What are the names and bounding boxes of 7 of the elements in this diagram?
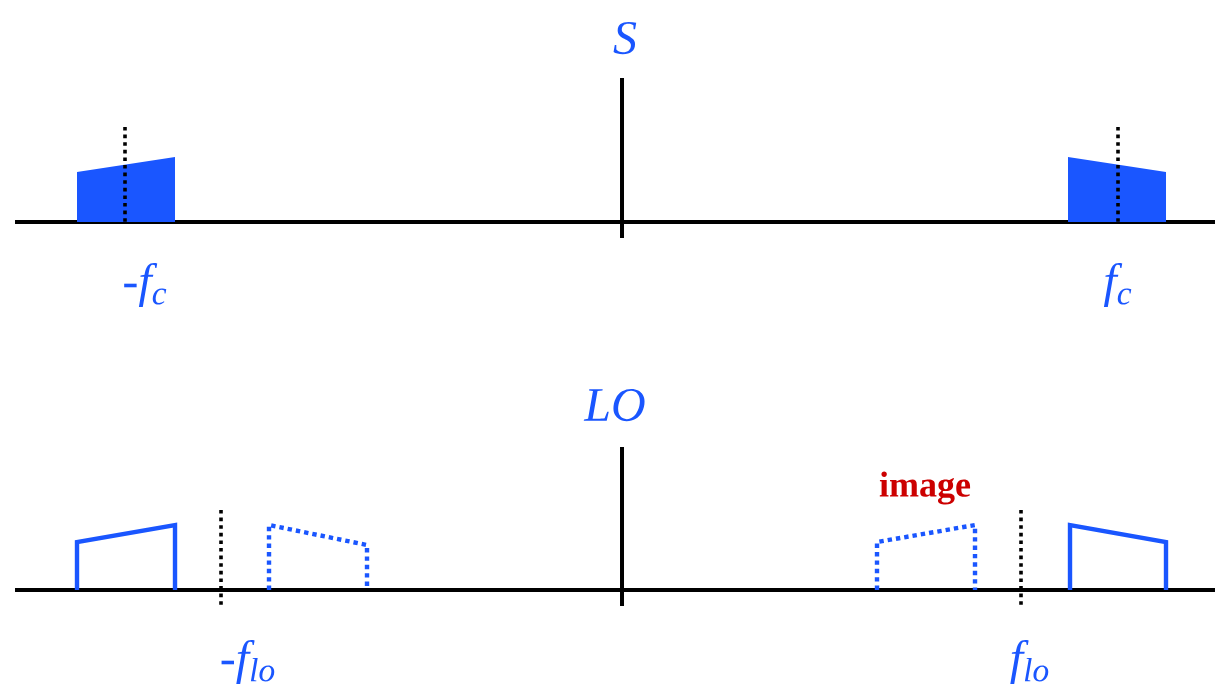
axis-label: S <box>613 21 637 55</box>
axis-label: -f$_{lo}$ <box>221 640 275 684</box>
image-label: image <box>879 471 971 505</box>
axis-label: LO <box>583 388 645 422</box>
axis-label: f$_{c}$ <box>1103 263 1132 307</box>
axis-label: -f$_{c}$ <box>124 263 167 307</box>
axis-label: f$_{lo}$ <box>1010 640 1049 684</box>
